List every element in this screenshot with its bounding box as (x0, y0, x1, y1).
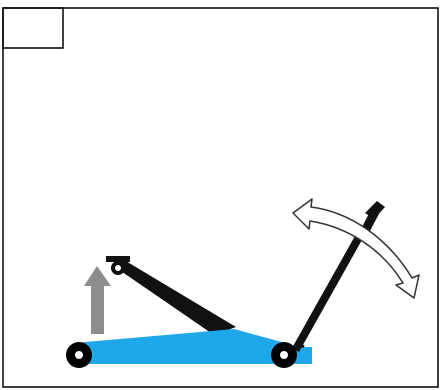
rear-wheel (271, 342, 297, 368)
jack-base (74, 329, 312, 364)
jack-handle (292, 201, 385, 352)
lift-arm (106, 256, 236, 335)
figure-frame (2, 7, 439, 388)
lift-saddle (106, 256, 130, 262)
pump-motion-arrow-icon (292, 198, 420, 299)
panel-label-box (2, 7, 64, 49)
lift-arrow-icon (84, 266, 111, 334)
front-wheel (66, 342, 92, 368)
